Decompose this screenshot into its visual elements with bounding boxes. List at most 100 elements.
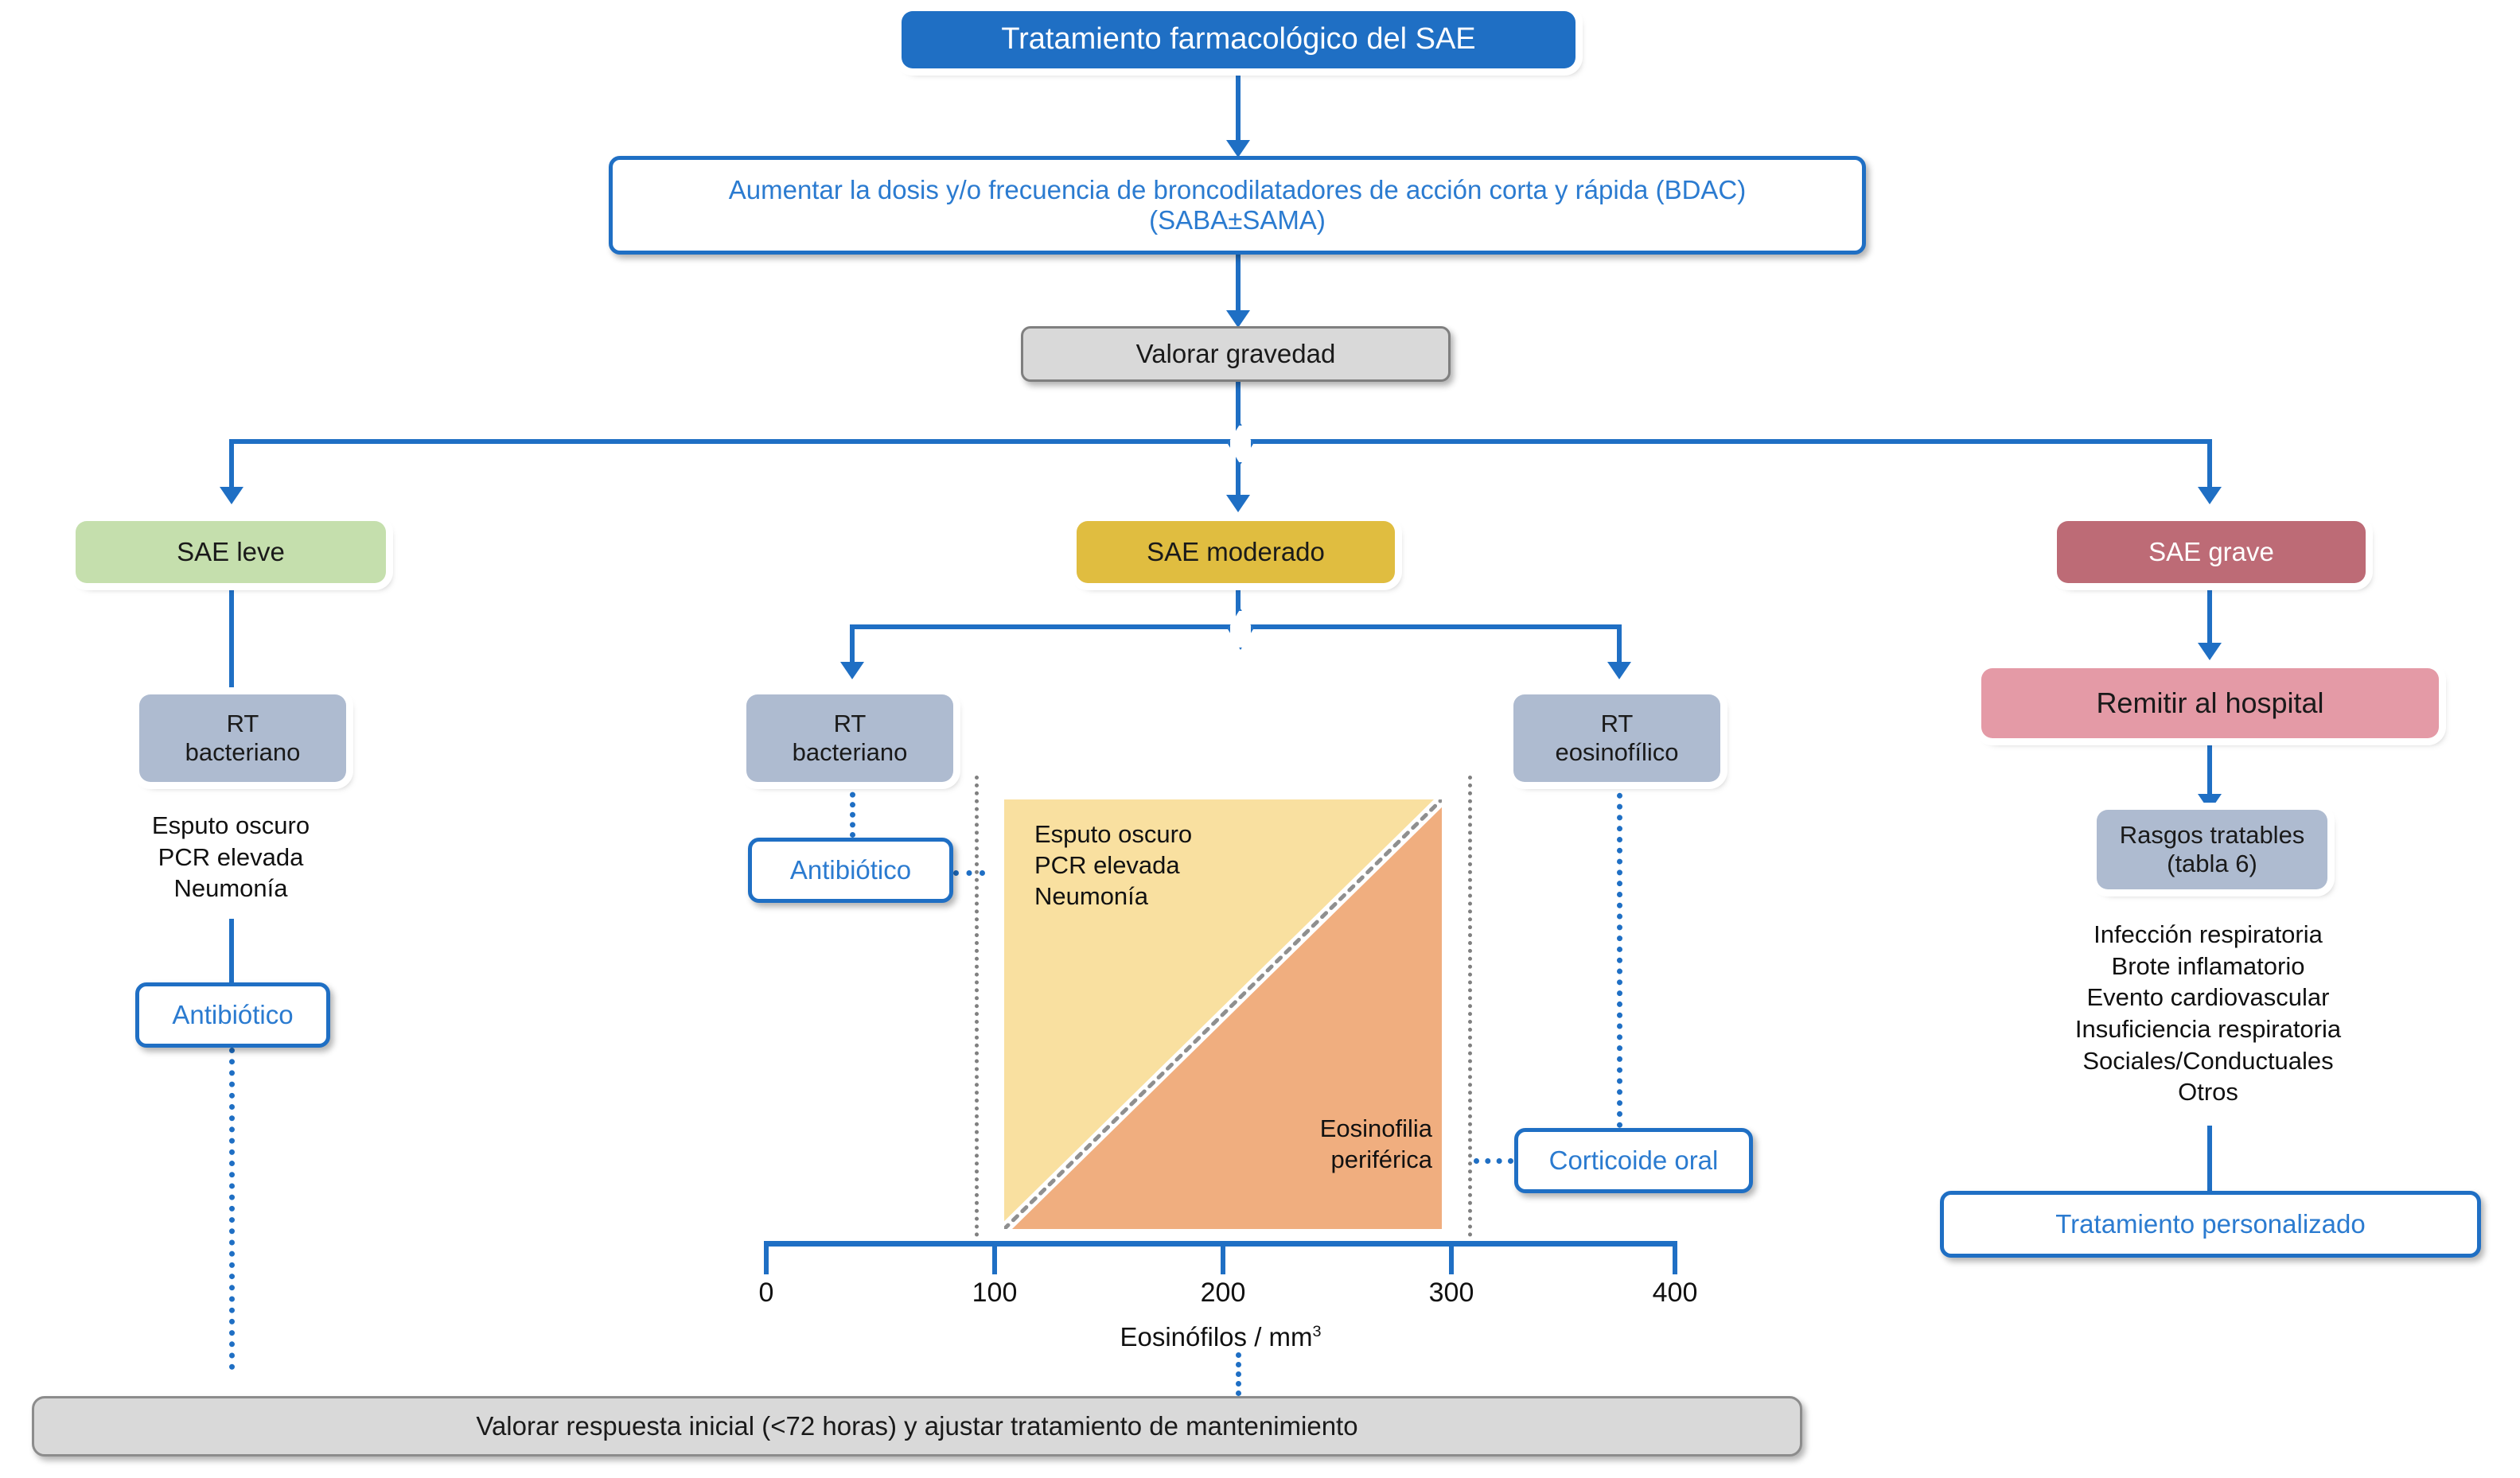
axis-title-superscript: 3 xyxy=(1312,1323,1322,1340)
node-sae-leve[interactable]: SAE leve xyxy=(76,521,386,583)
node-moderado-rt-eos-line2: eosinofílico xyxy=(1555,738,1679,766)
axis-tick-100 xyxy=(992,1241,997,1274)
node-leve-rt-line1: RT xyxy=(226,710,259,738)
split-bar-main xyxy=(229,439,2212,444)
axis-title-eosinofilos: Eosinófilos / mm3 xyxy=(982,1322,1459,1352)
connector-remitir-to-rasgos xyxy=(2207,738,2212,802)
connector-leve-to-rt xyxy=(229,583,234,694)
node-leve-rt-bacteriano[interactable]: RT bacteriano xyxy=(139,694,346,782)
region-bacterial-label-line1: Esputo oscuro xyxy=(1034,820,1193,848)
split-diamond-moderado xyxy=(1228,609,1253,650)
connector-title-to-bdac xyxy=(1236,68,1241,148)
axis-tick-200 xyxy=(1221,1241,1225,1274)
node-aumentar-bdac[interactable]: Aumentar la dosis y/o frecuencia de bron… xyxy=(609,156,1866,255)
dotline-antibiotico-to-chart xyxy=(953,870,985,876)
connector-bdac-to-valorar xyxy=(1236,255,1241,318)
node-valorar-gravedad[interactable]: Valorar gravedad xyxy=(1021,326,1451,382)
axis-tick-0 xyxy=(764,1241,769,1274)
dotline-chart-to-corticoide xyxy=(1474,1158,1513,1164)
axis-ticklabel-100: 100 xyxy=(972,1278,1018,1308)
arrow-bdac-to-valorar xyxy=(1226,310,1250,328)
region-eosinophilic-label-line2: periférica xyxy=(1330,1145,1433,1173)
split-diamond-main xyxy=(1228,423,1253,465)
arrow-moderado-to-rt-bact xyxy=(840,662,864,679)
connector-moderado-to-rt-eos xyxy=(1617,624,1622,668)
grave-traits-item-2: Brote inflamatorio xyxy=(2111,951,2305,980)
node-moderado-rt-eosinofilico[interactable]: RT eosinofílico xyxy=(1513,694,1720,782)
node-tratamiento-personalizado[interactable]: Tratamiento personalizado xyxy=(1940,1191,2481,1258)
node-moderado-rt-bacteriano[interactable]: RT bacteriano xyxy=(746,694,953,782)
axis-ticklabel-0: 0 xyxy=(758,1278,774,1308)
threshold-line-100 xyxy=(975,776,979,1237)
connector-moderado-down xyxy=(1236,583,1241,627)
node-leve-antibiotico-label: Antibiótico xyxy=(172,1000,294,1030)
node-moderado-rt-bact-line1: RT xyxy=(833,710,867,738)
connector-leve-criteria-to-antibiotico xyxy=(229,919,234,982)
node-aumentar-bdac-line2: (SABA±SAMA) xyxy=(1149,205,1326,235)
node-valorar-gravedad-label: Valorar gravedad xyxy=(1135,339,1336,369)
node-leve-rt-line2: bacteriano xyxy=(185,738,301,766)
region-divider-dotted-diagonal xyxy=(1004,799,1442,1229)
axis-tick-300 xyxy=(1449,1241,1454,1274)
dotline-rt-bact-to-antibiotico xyxy=(850,782,855,838)
grave-traits-item-1: Infección respiratoria xyxy=(2094,920,2323,948)
node-tratamiento-personalizado-label: Tratamiento personalizado xyxy=(2055,1209,2366,1239)
threshold-line-300 xyxy=(1468,776,1472,1237)
node-moderado-rt-bact-line2: bacteriano xyxy=(792,738,908,766)
node-tratamiento-farmacologico[interactable]: Tratamiento farmacológico del SAE xyxy=(902,11,1575,68)
node-sae-moderado-label: SAE moderado xyxy=(1147,537,1325,567)
leve-criteria-list: Esputo oscuro PCR elevada Neumonía xyxy=(76,810,386,904)
dotline-leve-to-bottom xyxy=(229,1048,235,1370)
connector-valorar-down xyxy=(1236,382,1241,441)
node-rasgos-tratables[interactable]: Rasgos tratables (tabla 6) xyxy=(2097,810,2327,889)
connector-grave-to-remitir xyxy=(2207,583,2212,651)
region-eosinophilic-label-line1: Eosinofilia xyxy=(1319,1114,1432,1142)
leve-criteria-item-1: Esputo oscuro xyxy=(151,811,310,839)
grave-traits-list: Infección respiratoria Brote inflamatori… xyxy=(1965,919,2451,1108)
node-sae-grave[interactable]: SAE grave xyxy=(2057,521,2366,583)
node-tratamiento-farmacologico-label: Tratamiento farmacológico del SAE xyxy=(1001,22,1476,56)
dotline-moderado-to-bottom xyxy=(1236,1352,1241,1396)
connector-split-to-moderado xyxy=(1236,439,1241,503)
connector-split-to-leve xyxy=(229,439,234,495)
node-moderado-rt-eos-line1: RT xyxy=(1600,710,1634,738)
node-rasgos-tratables-line1: Rasgos tratables xyxy=(2119,821,2305,850)
node-moderado-antibiotico[interactable]: Antibiótico xyxy=(748,838,953,903)
connector-split-to-grave xyxy=(2207,439,2212,495)
arrow-split-to-grave xyxy=(2198,487,2222,504)
axis-ticklabel-300: 300 xyxy=(1428,1278,1474,1308)
region-bacterial-label: Esputo oscuro PCR elevada Neumonía xyxy=(1034,819,1297,912)
arrow-grave-to-remitir xyxy=(2198,643,2222,660)
arrow-split-to-moderado xyxy=(1226,495,1250,512)
axis-ticklabel-400: 400 xyxy=(1652,1278,1698,1308)
axis-ticklabel-200: 200 xyxy=(1200,1278,1246,1308)
connector-traits-to-tratamiento xyxy=(2207,1126,2212,1191)
node-rasgos-tratables-line2: (tabla 6) xyxy=(2167,850,2257,877)
dotline-rt-eos-to-corticoide xyxy=(1617,782,1622,1128)
leve-criteria-item-2: PCR elevada xyxy=(158,842,304,871)
connector-moderado-to-rt-bact xyxy=(850,624,855,668)
leve-criteria-item-3: Neumonía xyxy=(173,874,288,903)
arrow-remitir-to-rasgos xyxy=(2198,794,2222,811)
grave-traits-item-4: Insuficiencia respiratoria xyxy=(2074,1015,2342,1044)
grave-traits-item-6: Otros xyxy=(2178,1078,2238,1107)
node-moderado-corticoide-label: Corticoide oral xyxy=(1548,1145,1719,1176)
node-moderado-corticoide-oral[interactable]: Corticoide oral xyxy=(1514,1128,1753,1193)
grave-traits-item-3: Evento cardiovascular xyxy=(2086,983,2330,1012)
node-moderado-antibiotico-label: Antibiótico xyxy=(789,855,912,885)
region-bacterial-label-line3: Neumonía xyxy=(1034,881,1149,910)
node-sae-leve-label: SAE leve xyxy=(177,537,285,567)
axis-title-text: Eosinófilos / mm xyxy=(1120,1322,1313,1352)
node-valorar-respuesta-inicial[interactable]: Valorar respuesta inicial (<72 horas) y … xyxy=(32,1396,1802,1457)
node-sae-grave-label: SAE grave xyxy=(2148,537,2274,567)
node-remitir-hospital[interactable]: Remitir al hospital xyxy=(1981,668,2439,738)
arrow-split-to-leve xyxy=(220,487,243,504)
region-eosinophilic-label: Eosinofilia periférica xyxy=(1217,1114,1432,1176)
node-remitir-hospital-label: Remitir al hospital xyxy=(2096,686,2324,720)
node-leve-antibiotico[interactable]: Antibiótico xyxy=(135,982,330,1048)
grave-traits-item-5: Sociales/Conductuales xyxy=(2082,1046,2334,1075)
node-sae-moderado[interactable]: SAE moderado xyxy=(1077,521,1395,583)
arrow-moderado-to-rt-eos xyxy=(1607,662,1631,679)
axis-tick-400 xyxy=(1673,1241,1677,1274)
arrow-title-to-bdac xyxy=(1226,140,1250,158)
